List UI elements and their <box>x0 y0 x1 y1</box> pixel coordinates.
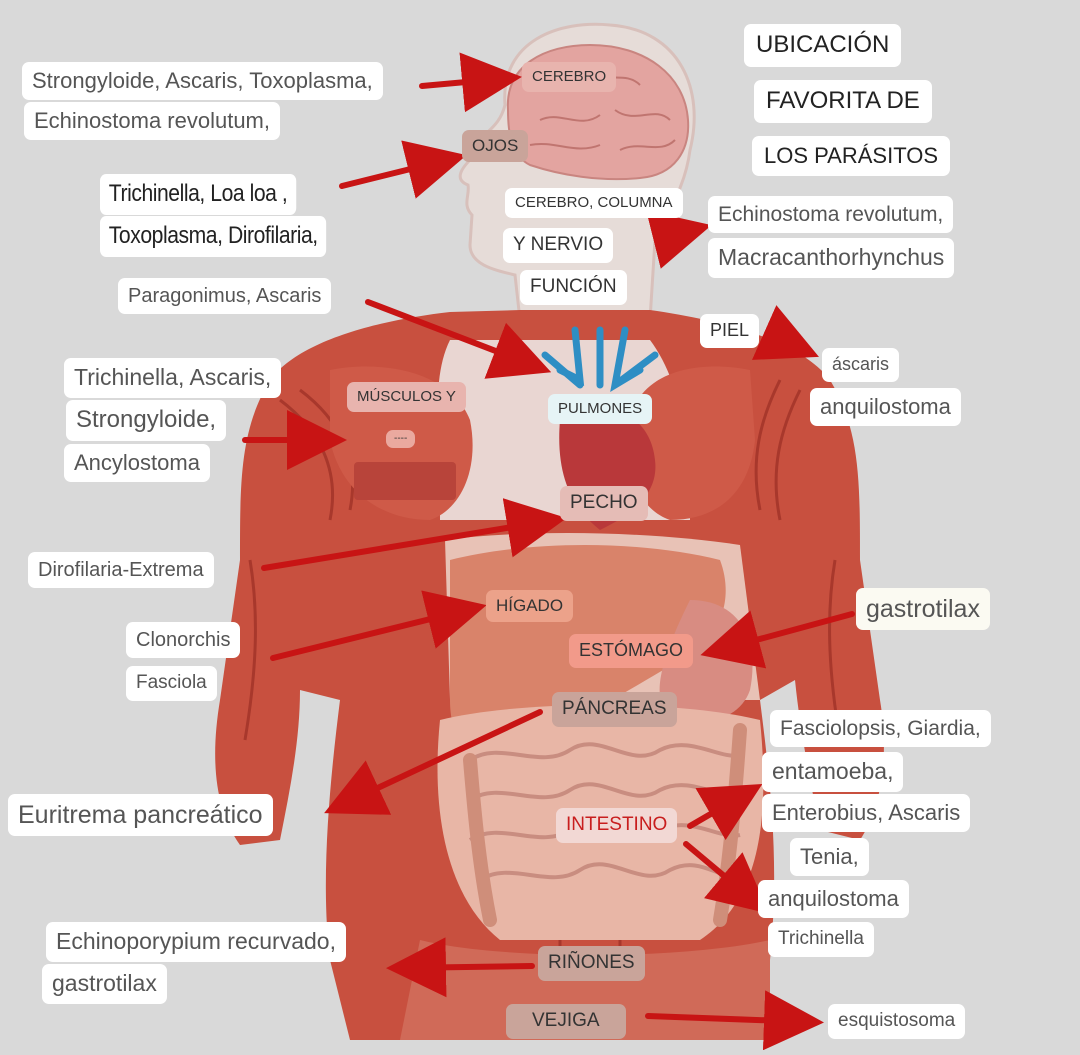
organ-label-pancreas: PÁNCREAS <box>552 692 677 727</box>
parasite-estomago-1: gastrotilax <box>856 588 990 630</box>
arrow-piel <box>751 305 819 360</box>
organ-label-pulmones: PULMONES <box>548 394 653 424</box>
arrow-cerebro-columna <box>646 210 712 269</box>
arrow-vejiga <box>645 990 824 1051</box>
parasite-musculos-3: Ancylostoma <box>64 444 210 483</box>
parasite-musculos-2: Strongyloide, <box>66 400 227 441</box>
blood-vessels <box>541 326 659 392</box>
organ-label-rinones: RIÑONES <box>538 946 645 981</box>
parasite-rinones-2: gastrotilax <box>42 964 167 1004</box>
parasite-intestino-1: Fasciolopsis, Giardia, <box>770 710 991 748</box>
parasite-cerebro-1: Strongyloide, Ascaris, Toxoplasma, <box>22 62 383 101</box>
arrow-intestino-up <box>687 783 763 841</box>
organ-label-pecho: PECHO <box>560 486 648 521</box>
arrow-pancreas <box>324 709 543 815</box>
parasite-pecho-1: Dirofilaria-Extrema <box>28 552 214 588</box>
title-line-2: FAVORITA DE <box>754 80 932 123</box>
parasite-vejiga-1: esquistosoma <box>828 1004 966 1039</box>
arrow-estomago <box>700 610 855 669</box>
arrows <box>242 52 855 1051</box>
redacted-block <box>354 462 456 500</box>
parasite-cerebro-columna-2: Macracanthorhynchus <box>708 238 955 278</box>
title-line-1: UBICACIÓN <box>744 24 902 67</box>
arrow-pulmones <box>365 299 552 379</box>
parasite-intestino-5: anquilostoma <box>758 880 909 919</box>
organ-label-cerebro-columna-2: Y NERVIO <box>503 228 614 263</box>
parasite-piel-2: anquilostoma <box>810 388 961 427</box>
organ-label-vejiga: VEJIGA <box>506 1004 626 1039</box>
parasite-intestino-3: Enterobius, Ascaris <box>762 794 971 833</box>
parasite-piel-1: áscaris <box>822 348 900 382</box>
organ-label-estomago: ESTÓMAGO <box>569 634 694 668</box>
parasite-higado-1: Clonorchis <box>126 622 241 658</box>
parasite-ojos-2: Toxoplasma, Dirofilaria, <box>100 216 327 257</box>
parasite-pancreas-1: Euritrema pancreático <box>8 794 273 836</box>
organ-label-ojos: OJOS <box>462 130 529 163</box>
organ-label-cerebro-columna-3: FUNCIÓN <box>520 270 627 305</box>
organ-label-higado: HÍGADO <box>486 590 574 623</box>
organ-label-musculos: MÚSCULOS Y <box>347 382 466 412</box>
arrow-ojos <box>339 140 467 199</box>
parasite-higado-2: Fasciola <box>126 666 217 701</box>
arrow-rinones <box>386 937 535 998</box>
parasite-intestino-6: Trichinella <box>768 922 874 957</box>
organ-label-cerebro: CEREBRO <box>522 62 617 92</box>
organ-label-cerebro-columna-1: CEREBRO, COLUMNA <box>505 188 683 218</box>
parasite-pulmones-1: Paragonimus, Ascaris <box>118 278 332 314</box>
parasite-musculos-1: Trichinella, Ascaris, <box>64 358 282 398</box>
organ-label-intestino: INTESTINO <box>556 808 678 843</box>
organ-label-piel: PIEL <box>700 314 760 348</box>
arrow-cerebro <box>419 52 522 113</box>
parasite-intestino-2: entamoeba, <box>762 752 904 792</box>
arrow-intestino-down <box>683 841 770 914</box>
parasite-intestino-4: Tenia, <box>790 838 869 877</box>
organ-label-musculos-dash: ---- <box>386 430 416 448</box>
arrow-higado <box>270 590 487 661</box>
arrow-pecho <box>261 498 567 571</box>
parasite-cerebro-columna-1: Echinostoma revolutum, <box>708 196 954 234</box>
parasite-ojos-1: Trichinella, Loa loa , <box>100 174 297 215</box>
title-line-3: LOS PARÁSITOS <box>752 136 951 177</box>
parasite-rinones-1: Echinoporypium recurvado, <box>46 922 346 962</box>
parasite-cerebro-2: Echinostoma revolutum, <box>24 102 280 141</box>
